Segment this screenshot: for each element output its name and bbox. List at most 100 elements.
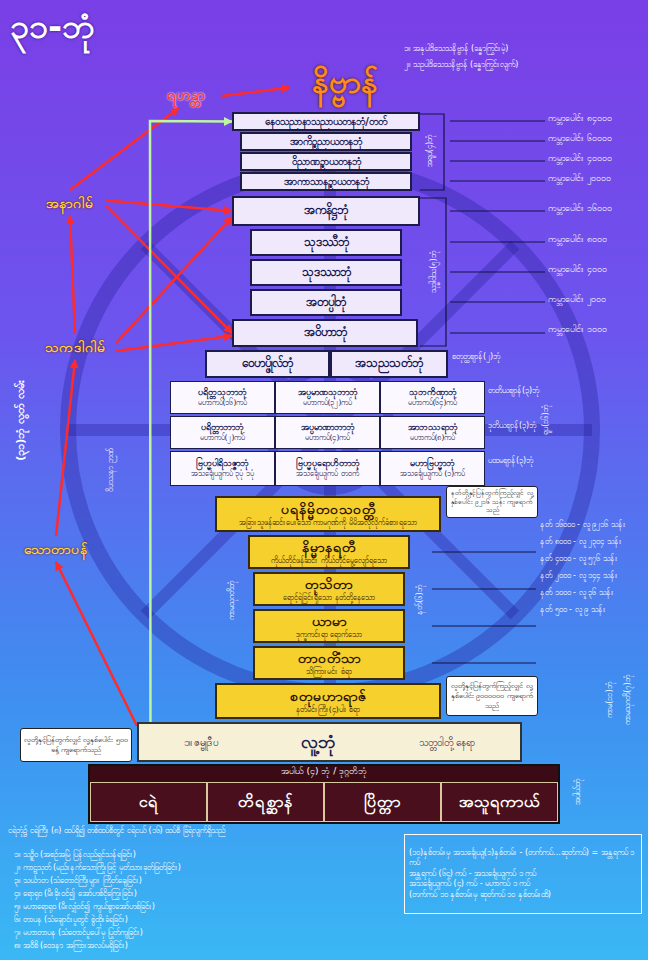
node-text: ဗြဟ္မပါရိသဇ္ဇာဘုံ xyxy=(196,458,249,470)
note-text: ငရဲဘုံ၌ ငရဲကြီး (၈) ထပ်ရှိ၍ တစ်ထပ်စီတွင်… xyxy=(8,826,400,848)
bracket-label: (၃၁)ဘုံ လွတ် လမ်း xyxy=(14,335,30,505)
note-text: ကမ္ဘာပေါင်း ၁၆၀၀၀ xyxy=(548,203,644,219)
arrow-connector xyxy=(116,217,232,343)
plane-box: အာကိဉ္စညာယတနဘုံ xyxy=(240,132,412,151)
plane-box: သုဒဿာဘုံ xyxy=(250,259,402,286)
bracket-label: ကာမသုဂတိဘုံ xyxy=(227,540,241,660)
node-text: နိမ္မာနရတီ xyxy=(302,538,356,556)
suddhavasa-bracket xyxy=(420,198,446,346)
node-text: ပရိတ္တာဘာဘုံ xyxy=(201,422,244,434)
stage-label: ရဟန္တာ xyxy=(150,84,222,108)
node-text: ကိုယ်တိုင်ဖန်ဆင်း ကိုယ်တိုင်မွေ့လျော်ရသေ… xyxy=(271,556,386,566)
node-text: အသင်္ချေယျကပ် (၁)ကပ် xyxy=(400,469,465,479)
plane-box: အတပ္ပါဘုံ xyxy=(250,289,402,316)
note-text: ကမ္ဘာပေါင်း ၆၀၀၀၀ xyxy=(548,133,644,149)
node-text: တုသိတာ xyxy=(305,575,353,593)
deva-box: တုသိတာရောင့်ရဲခြင်းရှိသော နတ်တို့နေသော xyxy=(253,572,405,606)
node-text: လူတို့နှင့်ပြန်တွက်ကြည့်လျှင် လူ့နှစ်ပေါ… xyxy=(450,681,534,710)
stage-label: အနာဂါမ် xyxy=(34,190,106,216)
note-text: ၈။ အဝီစိ (ဝေဒနာ အကြားအလပ်မရှိခြင်း) xyxy=(14,941,400,954)
deva-leaders xyxy=(432,552,536,663)
arrow-connector xyxy=(56,360,75,536)
plane-box: ဝေဟပ္ဖိုလ်ဘုံ xyxy=(205,350,330,378)
note-text: ၂။ ကာဠသုတ် (မည်းနက်သောကြိုးဖြင့် မှတ်သား… xyxy=(14,863,400,876)
node-text: အာဘဿရာဘုံ xyxy=(408,422,458,434)
plane-box: အာကာသာနဉ္စာယတနဘုံ xyxy=(240,172,412,191)
node-text: မဟာကပ်(၁၆)ကပ် xyxy=(198,398,248,408)
node-text: အဝိဟာဘုံ xyxy=(304,325,347,341)
apaya-cell: ပြိတ္တာ xyxy=(324,782,441,822)
node-text: (၁၀)နှစ်တမ်းမှ အသင်္ချေယျ(၁)နှစ်တမ်း - (… xyxy=(409,848,637,869)
node-text: မဟာကပ်(၄)ကပ် xyxy=(305,433,351,443)
node-text: ဗြဟ္မပုရောဟိတာဘုံ xyxy=(296,458,360,470)
node-text: ရောင့်ရဲခြင်းရှိသော နတ်တို့နေသော xyxy=(283,593,374,603)
node-text: နေဝသညာနာသညာယတနဘုံ/တတ် xyxy=(265,115,387,128)
node-text: သတ္တဝါတို့ နေရာ xyxy=(419,736,475,749)
note-text: နတ် ၁၆၀၀၀ - လူ ၉၂၁၆ သန်း xyxy=(540,520,646,536)
node-text: အာကာသာနဉ္စာယတနဘုံ xyxy=(284,175,369,188)
deva-box: နိမ္မာနရတီကိုယ်တိုင်ဖန်ဆင်း ကိုယ်တိုင်မွ… xyxy=(248,535,410,569)
node-text: သကဒါဂါမ် xyxy=(45,338,106,356)
node-text: နိဗ္ဗာန် xyxy=(312,62,378,104)
arrow-connector xyxy=(222,88,290,96)
node-text: ၁။ ဇမ္ဗူဒီပ xyxy=(184,736,218,749)
note-text: နတ် ၂၀၀၀ - လူ ၁၄၄ သန်း xyxy=(540,571,646,587)
plane-box: ပရိတ္တသုဘာဘုံမဟာကပ်(၁၆)ကပ် xyxy=(170,381,275,414)
node-text: ငရဲ xyxy=(139,792,158,813)
note-text: တတိယဈာန်(၃)ဘုံ xyxy=(488,386,540,416)
node-text: လူ့ဘုံ xyxy=(301,730,335,753)
node-text: အန္တရကပ် (၆၄) ကပ် - အသင်္ချေယျကပ် ၁ ကပ် xyxy=(409,869,536,879)
note-text: စတုတ္ထဈာန်(၂)ဘုံ xyxy=(452,352,538,376)
node-text: မဟာဗြဟ္မာဘုံ xyxy=(410,458,455,470)
plane-box: သုဒဿီဘုံ xyxy=(250,229,402,256)
note-text: ၆။ တာပန (သံချောင်းပူတွင် စွဲထိုးခံရခြင်း… xyxy=(14,915,400,928)
diagram-title: ၃၁-ဘုံ xyxy=(10,4,95,48)
arupa-bracket xyxy=(420,114,444,190)
note-text: ၁။ သဉ္ဇီဝ (အစဉ်အမြဲ ပြန်လည်ရှင်သန်ရခြင်း… xyxy=(14,850,400,863)
callout-box: လူတို့နှင့်ပြန်တွက်လျှင် လူ့နှစ်ပေါင်း ၅… xyxy=(20,728,132,762)
node-text: အသညသတ်ဘုံ xyxy=(355,356,423,372)
node-text: ယာမာ xyxy=(312,612,347,630)
node-text: အာကိဉ္စညာယတနဘုံ xyxy=(290,135,362,148)
node-text: ဝိညာဏဉ္စာယတနဘုံ xyxy=(292,155,361,168)
note-text: ကမ္ဘာပေါင်း ၈၀၀၀ xyxy=(548,234,644,250)
node-text: စတုမဟာရာဇ် xyxy=(290,687,366,705)
wheel-spokes xyxy=(68,168,592,692)
note-text: ကမ္ဘာပေါင်း ၈၄၀၀၀ xyxy=(548,113,644,129)
deva-box: တာဝတိံသာသိကြားမင်း စံရာ xyxy=(253,646,405,680)
bracket-label: ကာမသုဂတိ(၇)ဘုံ xyxy=(623,640,637,760)
node-text: လူတို့နှင့်ပြန်တွက်လျှင် လူ့နှစ်ပေါင်း ၅… xyxy=(24,735,128,755)
arrow-connector xyxy=(106,200,232,211)
node-text: တာဝတိံသာ xyxy=(298,649,361,667)
node-text: မဟာကပ်(၂)ကပ် xyxy=(200,433,246,443)
node-text: ဝေဟပ္ဖိုလ်ဘုံ xyxy=(242,356,293,372)
plane-box: အာဘဿရာဘုံမဟာကပ်(၈)ကပ် xyxy=(380,416,485,449)
deva-box: ယာမာဒုက္ခကင်းရာ ရောက်သော xyxy=(253,609,405,643)
apaya-cell: ငရဲ xyxy=(90,782,207,822)
node-text: ပြိတ္တာ xyxy=(364,792,401,813)
note-text: နတ် ၁၀၀၀ - လူ ၃၆ သန်း xyxy=(540,588,646,604)
node-text: နတ်မင်းကြီး(၄)ပါး စံရာ xyxy=(296,705,360,715)
node-text: အသင်္ချေယျကပ် (၄) ကပ် - မဟာကပ် ၁ ကပ် xyxy=(409,879,530,889)
arrow-connector xyxy=(70,216,75,334)
note-text: ကမ္ဘာပေါင်း ၂၀၀၀ xyxy=(548,294,644,310)
plane-box: မဟာဗြဟ္မာဘုံအသင်္ချေယျကပ် (၁)ကပ် xyxy=(380,451,485,486)
plane-box: နေဝသညာနာသညာယတနဘုံ/တတ် xyxy=(232,112,420,131)
note-text: နတ် ၈၀၀၀ - လူ ၂၃၀၄ သန်း xyxy=(540,537,646,553)
apaya-band: အပါယ် (၄) ဘုံ / ဒုဂ္ဂတိဘုံငရဲတိရစ္ဆာန်ပြ… xyxy=(88,764,560,824)
node-text: သုဘကိဏှာဘုံ xyxy=(409,387,457,399)
plane-box: အသညသတ်ဘုံ xyxy=(330,350,448,378)
arrow-connector xyxy=(116,336,232,351)
apaya-cell: အသူရကာယ် xyxy=(441,782,558,822)
node-text: ဒုက္ခကင်းရာ ရောက်သော xyxy=(296,630,362,640)
plane-box: ပရိတ္တာဘာဘုံမဟာကပ်(၂)ကပ် xyxy=(170,416,275,449)
note-text: ၇။ မဟာတာပန (သံတောင်ပူပေါ်မှ ပြုတ်ကျခြင်း… xyxy=(14,928,400,941)
node-text: အပ္ပမာဏသုဘာဘုံ xyxy=(298,387,358,399)
node-text: သောတာပန် xyxy=(24,540,88,558)
note-text: ၃။ သင်္ဃာတ (သံတောင်ကြီးများ ကြိတ်ချေခြင်… xyxy=(14,876,400,889)
callout-box: နတ်တို့နှင့်ပြန်တွက်ကြည့်လျှင် လူ့နှစ်ပေ… xyxy=(446,486,538,518)
plane-box: အပ္ပမာဏာဘာဘုံမဟာကပ်(၄)ကပ် xyxy=(275,416,380,449)
node-text: အတပ္ပါဘုံ xyxy=(306,295,346,311)
node-text: အခြားသူဖန်ဆင်းပေးသော ကာမဂုဏ်ကို မိမိအလို… xyxy=(239,518,417,528)
note-text: ဒုတိယဈာန်(၃)ဘုံ xyxy=(488,421,540,451)
